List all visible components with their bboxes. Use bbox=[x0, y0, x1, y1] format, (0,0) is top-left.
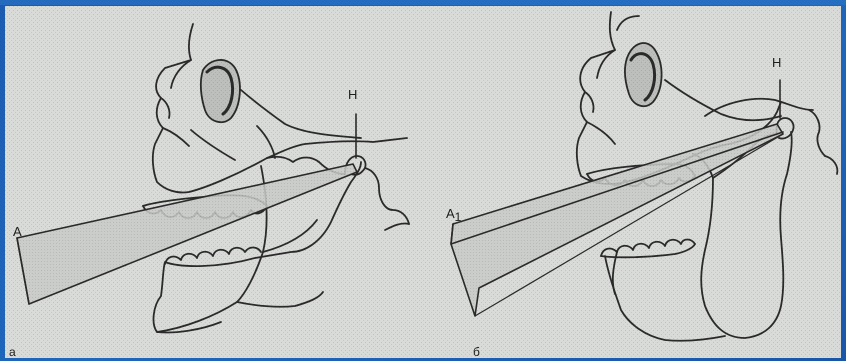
label-h-figure-a: H bbox=[348, 87, 357, 102]
label-a-figure-a: A bbox=[13, 224, 22, 239]
illustration-panel: H A a H A1 б bbox=[5, 6, 841, 358]
jaw-illustration: H A a H A1 б bbox=[5, 6, 841, 358]
panel-label-a: a bbox=[9, 345, 16, 358]
label-h-figure-b: H bbox=[772, 55, 781, 70]
panel-label-b: б bbox=[473, 345, 480, 358]
